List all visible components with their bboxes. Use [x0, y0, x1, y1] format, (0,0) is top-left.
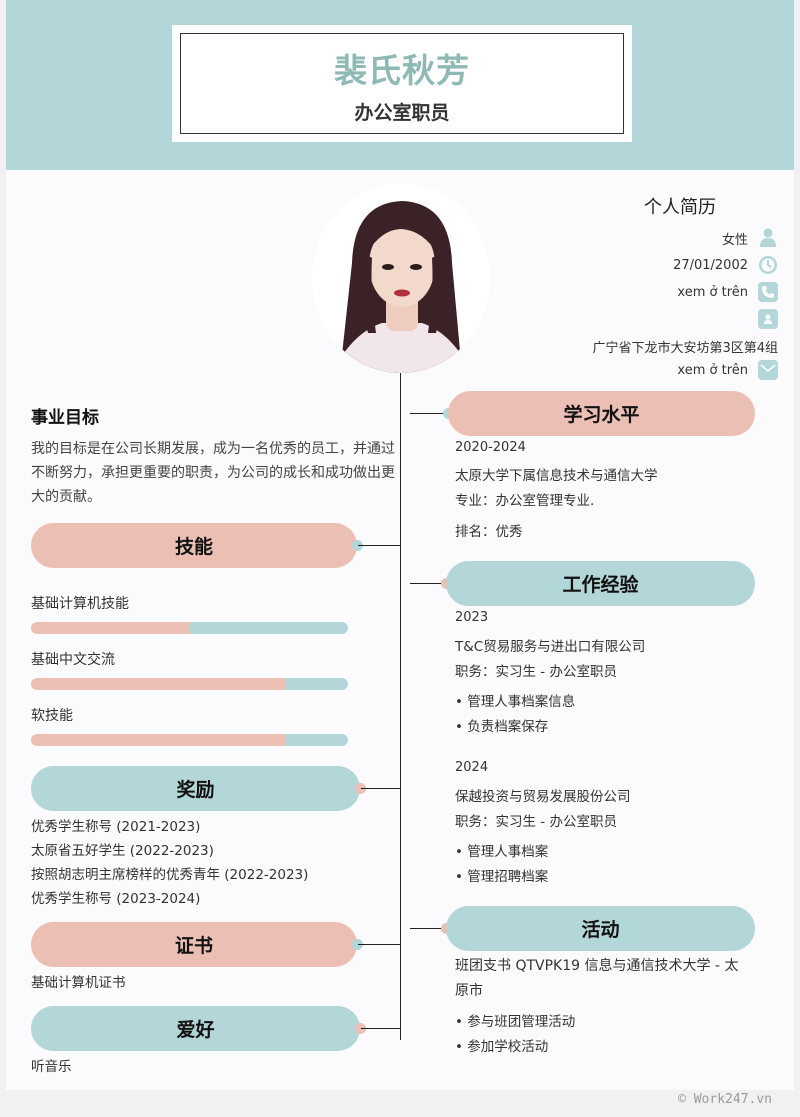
- skill-bar-fill: [31, 678, 285, 690]
- education-connector: [410, 413, 446, 414]
- experience-connector: [410, 583, 446, 584]
- contact-card-icon: [758, 309, 778, 329]
- skill-bar-fill: [31, 734, 285, 746]
- footer-watermark: © Work247.vn: [678, 1092, 772, 1107]
- birthday-text: 27/01/2002: [673, 257, 748, 273]
- skill-bar: [31, 622, 348, 634]
- address-row: 广宁省下龙市大安坊第3区第4组: [592, 335, 778, 357]
- award-item: 太原省五好学生 (2022-2023): [31, 843, 214, 859]
- skill-label: 基础计算机技能: [31, 596, 129, 612]
- profile-photo: [312, 183, 490, 373]
- skill-bar-fill: [31, 622, 190, 634]
- award-item: 优秀学生称号 (2023-2024): [31, 891, 201, 907]
- hobbies-connector: [361, 1028, 400, 1029]
- email-icon: [758, 360, 778, 380]
- job-position: 职务：实习生 - 办公室职员: [455, 664, 617, 680]
- job-duty: • 负责档案保存: [455, 719, 549, 735]
- activities-heading: 活动: [446, 906, 755, 951]
- skills-connector: [358, 545, 400, 546]
- skill-label: 软技能: [31, 708, 73, 724]
- activity-role: 班团支书 QTVPK19 信息与通信技术大学 - 太: [455, 958, 739, 974]
- timeline-line: [400, 373, 401, 1040]
- skills-heading: 技能: [31, 523, 357, 568]
- skill-label: 基础中文交流: [31, 652, 115, 668]
- activity-item: • 参与班团管理活动: [455, 1014, 576, 1030]
- person-icon: [758, 228, 778, 248]
- email-text: xem ở trên: [677, 362, 748, 378]
- education-heading: 学习水平: [448, 391, 755, 436]
- job-position: 职务：实习生 - 办公室职员: [455, 814, 617, 830]
- hobbies-dot: [355, 1023, 366, 1034]
- awards-dot: [355, 783, 366, 794]
- job-company: 保越投资与贸易发展股份公司: [455, 789, 631, 805]
- activity-role-cont: 原市: [455, 983, 483, 999]
- name-box: 裴氏秋芳 办公室职员: [172, 25, 632, 142]
- job-duty: • 管理招聘档案: [455, 869, 549, 885]
- phone-text: xem ở trên: [677, 284, 748, 300]
- phone-row: xem ở trên: [677, 281, 778, 303]
- job-title: 办公室职员: [354, 102, 450, 124]
- job-year: 2024: [455, 760, 489, 775]
- job-year: 2023: [455, 610, 489, 625]
- hobbies-heading: 爱好: [31, 1006, 360, 1051]
- contact-row: [748, 308, 778, 330]
- experience-heading: 工作经验: [446, 561, 755, 606]
- clock-icon: [758, 255, 778, 275]
- personal-info-title: 个人简历: [644, 197, 716, 218]
- awards-heading: 奖励: [31, 766, 360, 811]
- job-duty: • 管理人事档案: [455, 844, 549, 860]
- gender-row: 女性: [722, 227, 778, 249]
- education-rank: 排名：优秀: [455, 524, 523, 540]
- certificates-dot: [352, 939, 363, 950]
- candidate-name: 裴氏秋芳: [334, 51, 470, 90]
- certificates-connector: [358, 944, 400, 945]
- awards-connector: [361, 788, 400, 789]
- birthday-row: 27/01/2002: [673, 254, 778, 276]
- objective-title: 事业目标: [31, 408, 99, 428]
- email-row: xem ở trên: [677, 359, 778, 381]
- skill-bar: [31, 678, 348, 690]
- certificates-heading: 证书: [31, 922, 357, 967]
- activities-connector: [410, 928, 446, 929]
- education-major: 专业：办公室管理专业.: [455, 493, 595, 509]
- objective-text: 我的目标是在公司长期发展，成为一名优秀的员工，并通过不断努力，承担更重要的职责，…: [31, 441, 395, 505]
- hobby-item: 听音乐: [31, 1059, 72, 1075]
- job-company: T&C贸易服务与进出口有限公司: [455, 639, 646, 655]
- education-period: 2020-2024: [455, 440, 526, 455]
- education-school: 太原大学下属信息技术与通信大学: [455, 468, 658, 484]
- address-text: 广宁省下龙市大安坊第3区第4组: [592, 340, 778, 356]
- award-item: 按照胡志明主席榜样的优秀青年 (2022-2023): [31, 867, 309, 883]
- gender-text: 女性: [721, 232, 748, 248]
- certificate-item: 基础计算机证书: [31, 975, 126, 991]
- activity-item: • 参加学校活动: [455, 1039, 549, 1055]
- phone-icon: [758, 282, 778, 302]
- award-item: 优秀学生称号 (2021-2023): [31, 819, 201, 835]
- job-duty: • 管理人事档案信息: [455, 694, 576, 710]
- skill-bar: [31, 734, 348, 746]
- skills-dot: [352, 540, 363, 551]
